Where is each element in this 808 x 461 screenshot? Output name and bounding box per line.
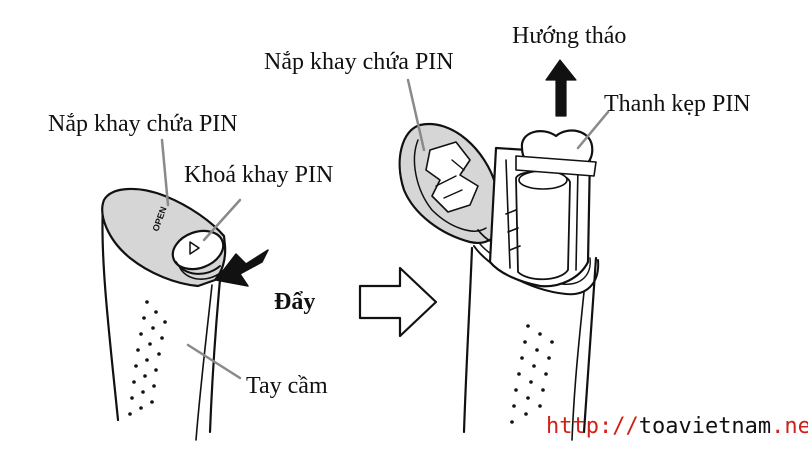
watermark-url: http://toavietnam.net bbox=[546, 416, 808, 438]
left-device bbox=[101, 187, 227, 441]
left-handle-body bbox=[101, 203, 120, 422]
watermark-domain: toavietnam bbox=[638, 414, 772, 439]
watermark-prefix: http:// bbox=[546, 414, 639, 439]
triangle-mark-icon bbox=[189, 241, 200, 255]
right-grip-dots bbox=[510, 324, 554, 424]
label-battery-cover-left: Nắp khay chứa PIN bbox=[48, 111, 238, 137]
step-arrow-icon bbox=[358, 266, 438, 338]
left-lock-knob bbox=[171, 229, 225, 271]
push-arrow-icon bbox=[215, 249, 269, 287]
label-battery-clip: Thanh kẹp PIN bbox=[604, 91, 751, 117]
leader-cover-right bbox=[406, 78, 426, 152]
leader-lock bbox=[202, 198, 242, 242]
watermark-suffix: .net bbox=[771, 414, 808, 439]
label-removal-direction: Hướng tháo bbox=[512, 23, 627, 49]
right-device bbox=[398, 122, 600, 441]
leader-handle bbox=[186, 343, 242, 380]
label-push: Đẩy bbox=[274, 289, 316, 315]
left-grip-dots bbox=[128, 300, 167, 416]
leader-clip bbox=[576, 110, 610, 150]
leader-cover-left bbox=[160, 138, 170, 207]
label-battery-lock: Khoá khay PIN bbox=[184, 162, 334, 188]
removal-arrow-icon bbox=[545, 59, 577, 117]
label-battery-cover-right: Nắp khay chứa PIN bbox=[264, 49, 454, 75]
label-handle: Tay cầm bbox=[246, 373, 328, 399]
